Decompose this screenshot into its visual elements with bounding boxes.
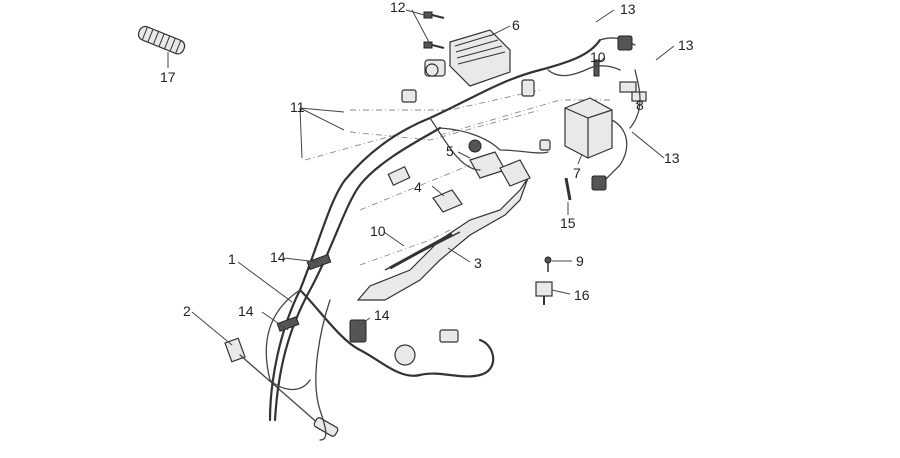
callout-15: 15: [560, 215, 576, 231]
callout-labels: 17 1 2 3 4 5 6 7 8 9 10 10 11 12 13 13 1…: [160, 0, 694, 323]
battery-7: [564, 97, 613, 159]
callout-12: 12: [390, 0, 406, 15]
callout-1: 1: [228, 251, 236, 267]
main-wiring-harness-1: [265, 35, 641, 441]
callout-17: 17: [160, 69, 176, 85]
callout-6: 6: [512, 17, 520, 33]
relay-5: [468, 139, 506, 179]
voltage-regulator-6: [424, 29, 511, 87]
sensor-2: [224, 337, 339, 437]
callout-13-lower: 13: [664, 150, 680, 166]
callout-7: 7: [573, 165, 581, 181]
rod-10: [389, 232, 453, 270]
callout-10-fuse: 10: [590, 49, 606, 65]
callout-14-upper: 14: [270, 249, 286, 265]
callout-14-lower: 14: [238, 303, 254, 319]
callout-5: 5: [446, 143, 454, 159]
leader-lines: [167, 9, 675, 346]
callout-13-right: 13: [678, 37, 694, 53]
callout-13-top: 13: [620, 1, 636, 17]
corrugated-sleeve-17: [137, 25, 186, 55]
callout-11: 11: [290, 99, 305, 115]
screw-9: [544, 256, 552, 272]
callout-8: 8: [636, 97, 644, 113]
callout-14-mid: 14: [374, 307, 390, 323]
relay-4: [432, 189, 463, 213]
pin-15: [564, 177, 572, 201]
callout-10-rod: 10: [370, 223, 386, 239]
callout-4: 4: [414, 179, 422, 195]
callout-16: 16: [574, 287, 590, 303]
callout-3: 3: [474, 255, 482, 271]
callout-9: 9: [576, 253, 584, 269]
fuse-10: [593, 59, 600, 77]
bolts-12: [423, 11, 445, 49]
callout-2: 2: [183, 303, 191, 319]
switch-16: [535, 281, 553, 305]
